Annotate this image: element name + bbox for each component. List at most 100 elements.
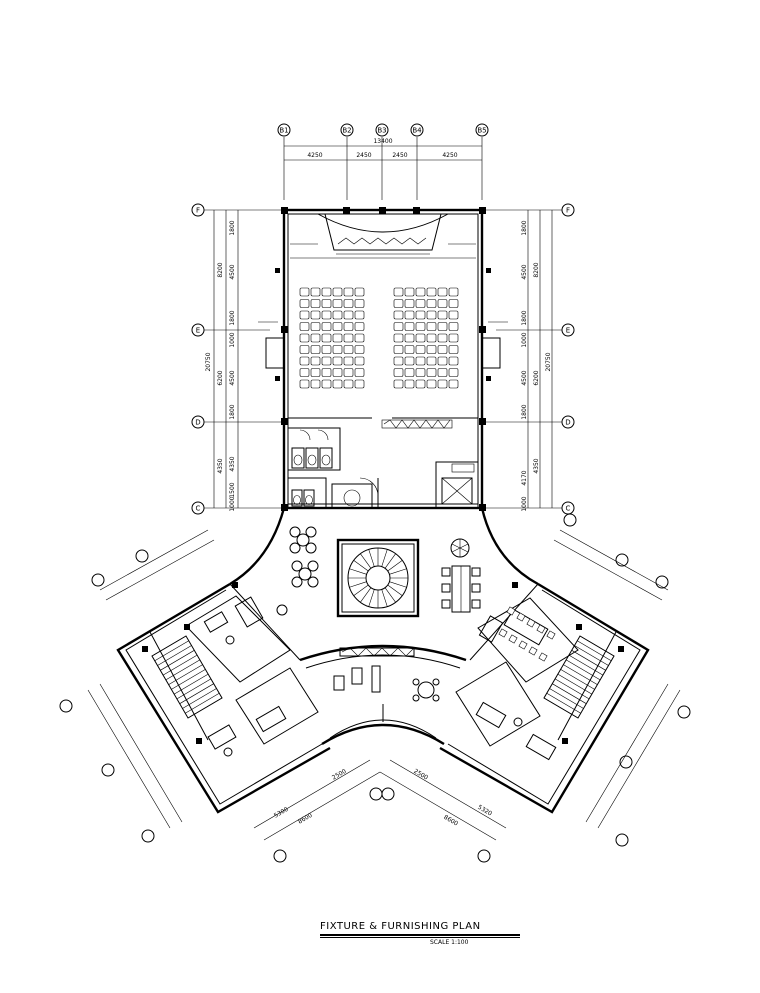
auditorium-seat (426, 356, 437, 366)
stair-tread (174, 673, 209, 695)
stair-tread (160, 650, 195, 671)
drawing-scale: SCALE 1:100 (430, 939, 469, 946)
dim-bottom-left-3: 8600 (297, 812, 314, 826)
grid-label-c-right: C (566, 505, 571, 513)
spiral-tread (381, 589, 388, 607)
auditorium-seat (448, 322, 459, 331)
dim-right-total-4: 4350 (533, 458, 540, 473)
stair-tread (165, 659, 200, 681)
stair-tread (579, 635, 615, 657)
spiral-tread (384, 553, 396, 569)
auditorium-seat (437, 299, 448, 308)
auditorium-seat (321, 356, 332, 366)
spiral-stair-treads (348, 548, 408, 608)
spiral-tread (387, 560, 403, 572)
auditorium-seat (448, 299, 459, 308)
auditorium-seat (299, 299, 310, 308)
dim-right-total-1: 8200 (533, 262, 540, 277)
grid-bubble-d-right (561, 415, 575, 429)
auditorium-seat (321, 322, 332, 331)
auditorium-seat (415, 333, 426, 343)
auditorium-seat (354, 333, 365, 343)
auditorium-seat (393, 368, 404, 377)
auditorium-seat (437, 379, 448, 389)
auditorium-seat (343, 379, 354, 389)
stair-tread (574, 645, 609, 666)
spiral-tread (389, 568, 407, 575)
auditorium-seat (299, 345, 310, 354)
lounge-set-lower (291, 560, 319, 588)
grid-label-b1: B1 (279, 127, 288, 135)
meeting-chair (536, 624, 546, 634)
spiral-tread (381, 549, 388, 567)
auditorium-seat (404, 379, 415, 389)
auditorium-seat (299, 368, 310, 377)
meeting-chair (538, 652, 548, 662)
auditorium-seat (415, 310, 426, 320)
auditorium-seat (437, 322, 448, 331)
auditorium-seat (426, 299, 437, 308)
auditorium-seat (332, 345, 343, 354)
grid-label-e-left: E (196, 327, 200, 335)
auditorium-seat (343, 322, 354, 331)
auditorium-seat (448, 356, 459, 366)
grid-bubble-e-right (561, 323, 575, 337)
grid-bubble-c-left (191, 501, 205, 515)
auditorium-seat (426, 333, 437, 343)
auditorium-seat (415, 299, 426, 308)
grid-bubble-e-left (191, 323, 205, 337)
title-block: FIXTURE & FURNISHING PLAN SCALE 1:100 (320, 921, 520, 946)
auditorium-seat (354, 322, 365, 331)
stair-tread (162, 654, 198, 676)
dim-left-8: 1500 (229, 482, 236, 497)
auditorium-seat (448, 287, 459, 297)
central-hub (229, 507, 539, 618)
auditorium-seat (437, 310, 448, 320)
auditorium-seat (354, 356, 365, 366)
stair-tread (554, 678, 590, 700)
dim-right-8: 1000 (521, 496, 528, 511)
dim-left-4: 1000 (229, 332, 236, 347)
dim-left-total-1: 8200 (217, 262, 224, 277)
dim-right-5: 4500 (521, 370, 528, 385)
auditorium-seat (299, 287, 310, 297)
spiral-tread (360, 587, 372, 603)
dim-right-2: 4500 (521, 264, 528, 279)
grid-label-d-left: D (195, 419, 200, 427)
auditorium-seat (299, 322, 310, 331)
stair-tread (563, 664, 598, 685)
auditorium-seat (415, 287, 426, 297)
auditorium-seat (415, 379, 426, 389)
stair-tread (182, 688, 217, 709)
auditorium-seat (321, 368, 332, 377)
stair-tread (557, 673, 592, 695)
dim-right-7: 4170 (521, 470, 528, 485)
auditorium-seat (393, 345, 404, 354)
auditorium-seat (343, 310, 354, 320)
left-dimension-chain: 1800 4500 1800 1000 4500 1800 4350 1500 … (205, 210, 239, 512)
auditorium-seat (332, 368, 343, 377)
auditorium-seat (415, 345, 426, 354)
dim-left-6: 1800 (229, 404, 236, 419)
stair-tread (171, 669, 206, 690)
dim-right-3: 1800 (521, 310, 528, 325)
auditorium-seat (310, 299, 321, 308)
spiral-tread (360, 553, 372, 569)
south-lobby (299, 644, 467, 746)
auditorium-seat (393, 310, 404, 320)
grid-bubble-b5 (475, 123, 489, 137)
auditorium-seat (415, 322, 426, 331)
grid-bubble-f-left (191, 203, 205, 217)
stair-tread (568, 654, 604, 676)
auditorium-seat (310, 379, 321, 389)
spiral-tread (353, 560, 369, 572)
auditorium-seat (437, 356, 448, 366)
auditorium-seat (321, 333, 332, 343)
auditorium-seat (404, 310, 415, 320)
stair-tread (157, 645, 192, 666)
grid-bubble-b1 (277, 123, 291, 137)
auditorium-seat (332, 333, 343, 343)
dim-bottom-left-2: 2500 (331, 768, 348, 782)
auditorium-seat (343, 333, 354, 343)
auditorium-seat (354, 299, 365, 308)
